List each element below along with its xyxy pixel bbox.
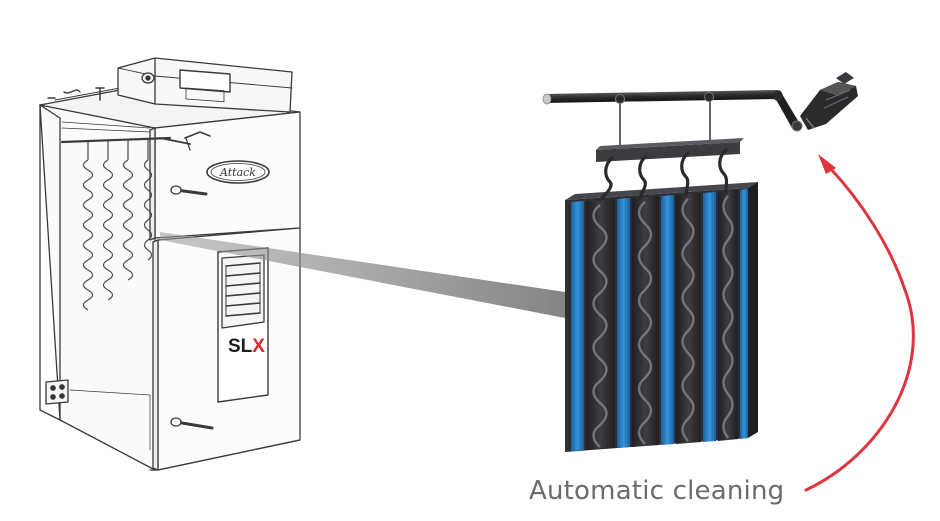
hook-4 (718, 148, 729, 194)
hanger-assembly (596, 96, 744, 202)
caption-automatic-cleaning: Automatic cleaning (529, 476, 785, 506)
boiler-body-side (39, 99, 156, 471)
boiler-cleaning-rod (60, 136, 172, 144)
hook-3 (680, 151, 690, 197)
zoom-beam (160, 232, 565, 318)
side-connection-box (45, 379, 69, 405)
model-prefix: SL (228, 336, 253, 357)
heat-exchanger-cutaway (565, 182, 758, 452)
blue-channel-3 (661, 195, 674, 445)
hook-2 (638, 154, 648, 200)
control-display (179, 69, 231, 93)
motor-icon (800, 72, 858, 130)
blue-channel-4 (703, 192, 716, 442)
drive-rod-assembly (542, 89, 803, 132)
flue-tube-1 (586, 199, 615, 450)
blue-channel-5 (740, 189, 748, 439)
blue-channel-1 (571, 201, 584, 451)
flue-tube-4 (718, 190, 738, 441)
exchanger-turbulators (592, 195, 734, 448)
crank-arm (774, 94, 800, 128)
model-label: SLX (228, 336, 265, 357)
brand-name: Attack (219, 166, 256, 179)
blue-channel-2 (617, 198, 630, 448)
boiler (39, 57, 301, 471)
curved-arrow-icon (804, 154, 915, 492)
drive-rod (545, 89, 782, 103)
hanger-bar (596, 142, 740, 162)
model-suffix: X (252, 336, 265, 357)
hook-1 (598, 156, 614, 202)
boiler-turbulators (82, 140, 153, 311)
brand-badge (206, 160, 270, 184)
lower-door-handle (174, 420, 214, 430)
flue-tube-2 (632, 196, 659, 447)
flue-tube-3 (676, 193, 701, 444)
